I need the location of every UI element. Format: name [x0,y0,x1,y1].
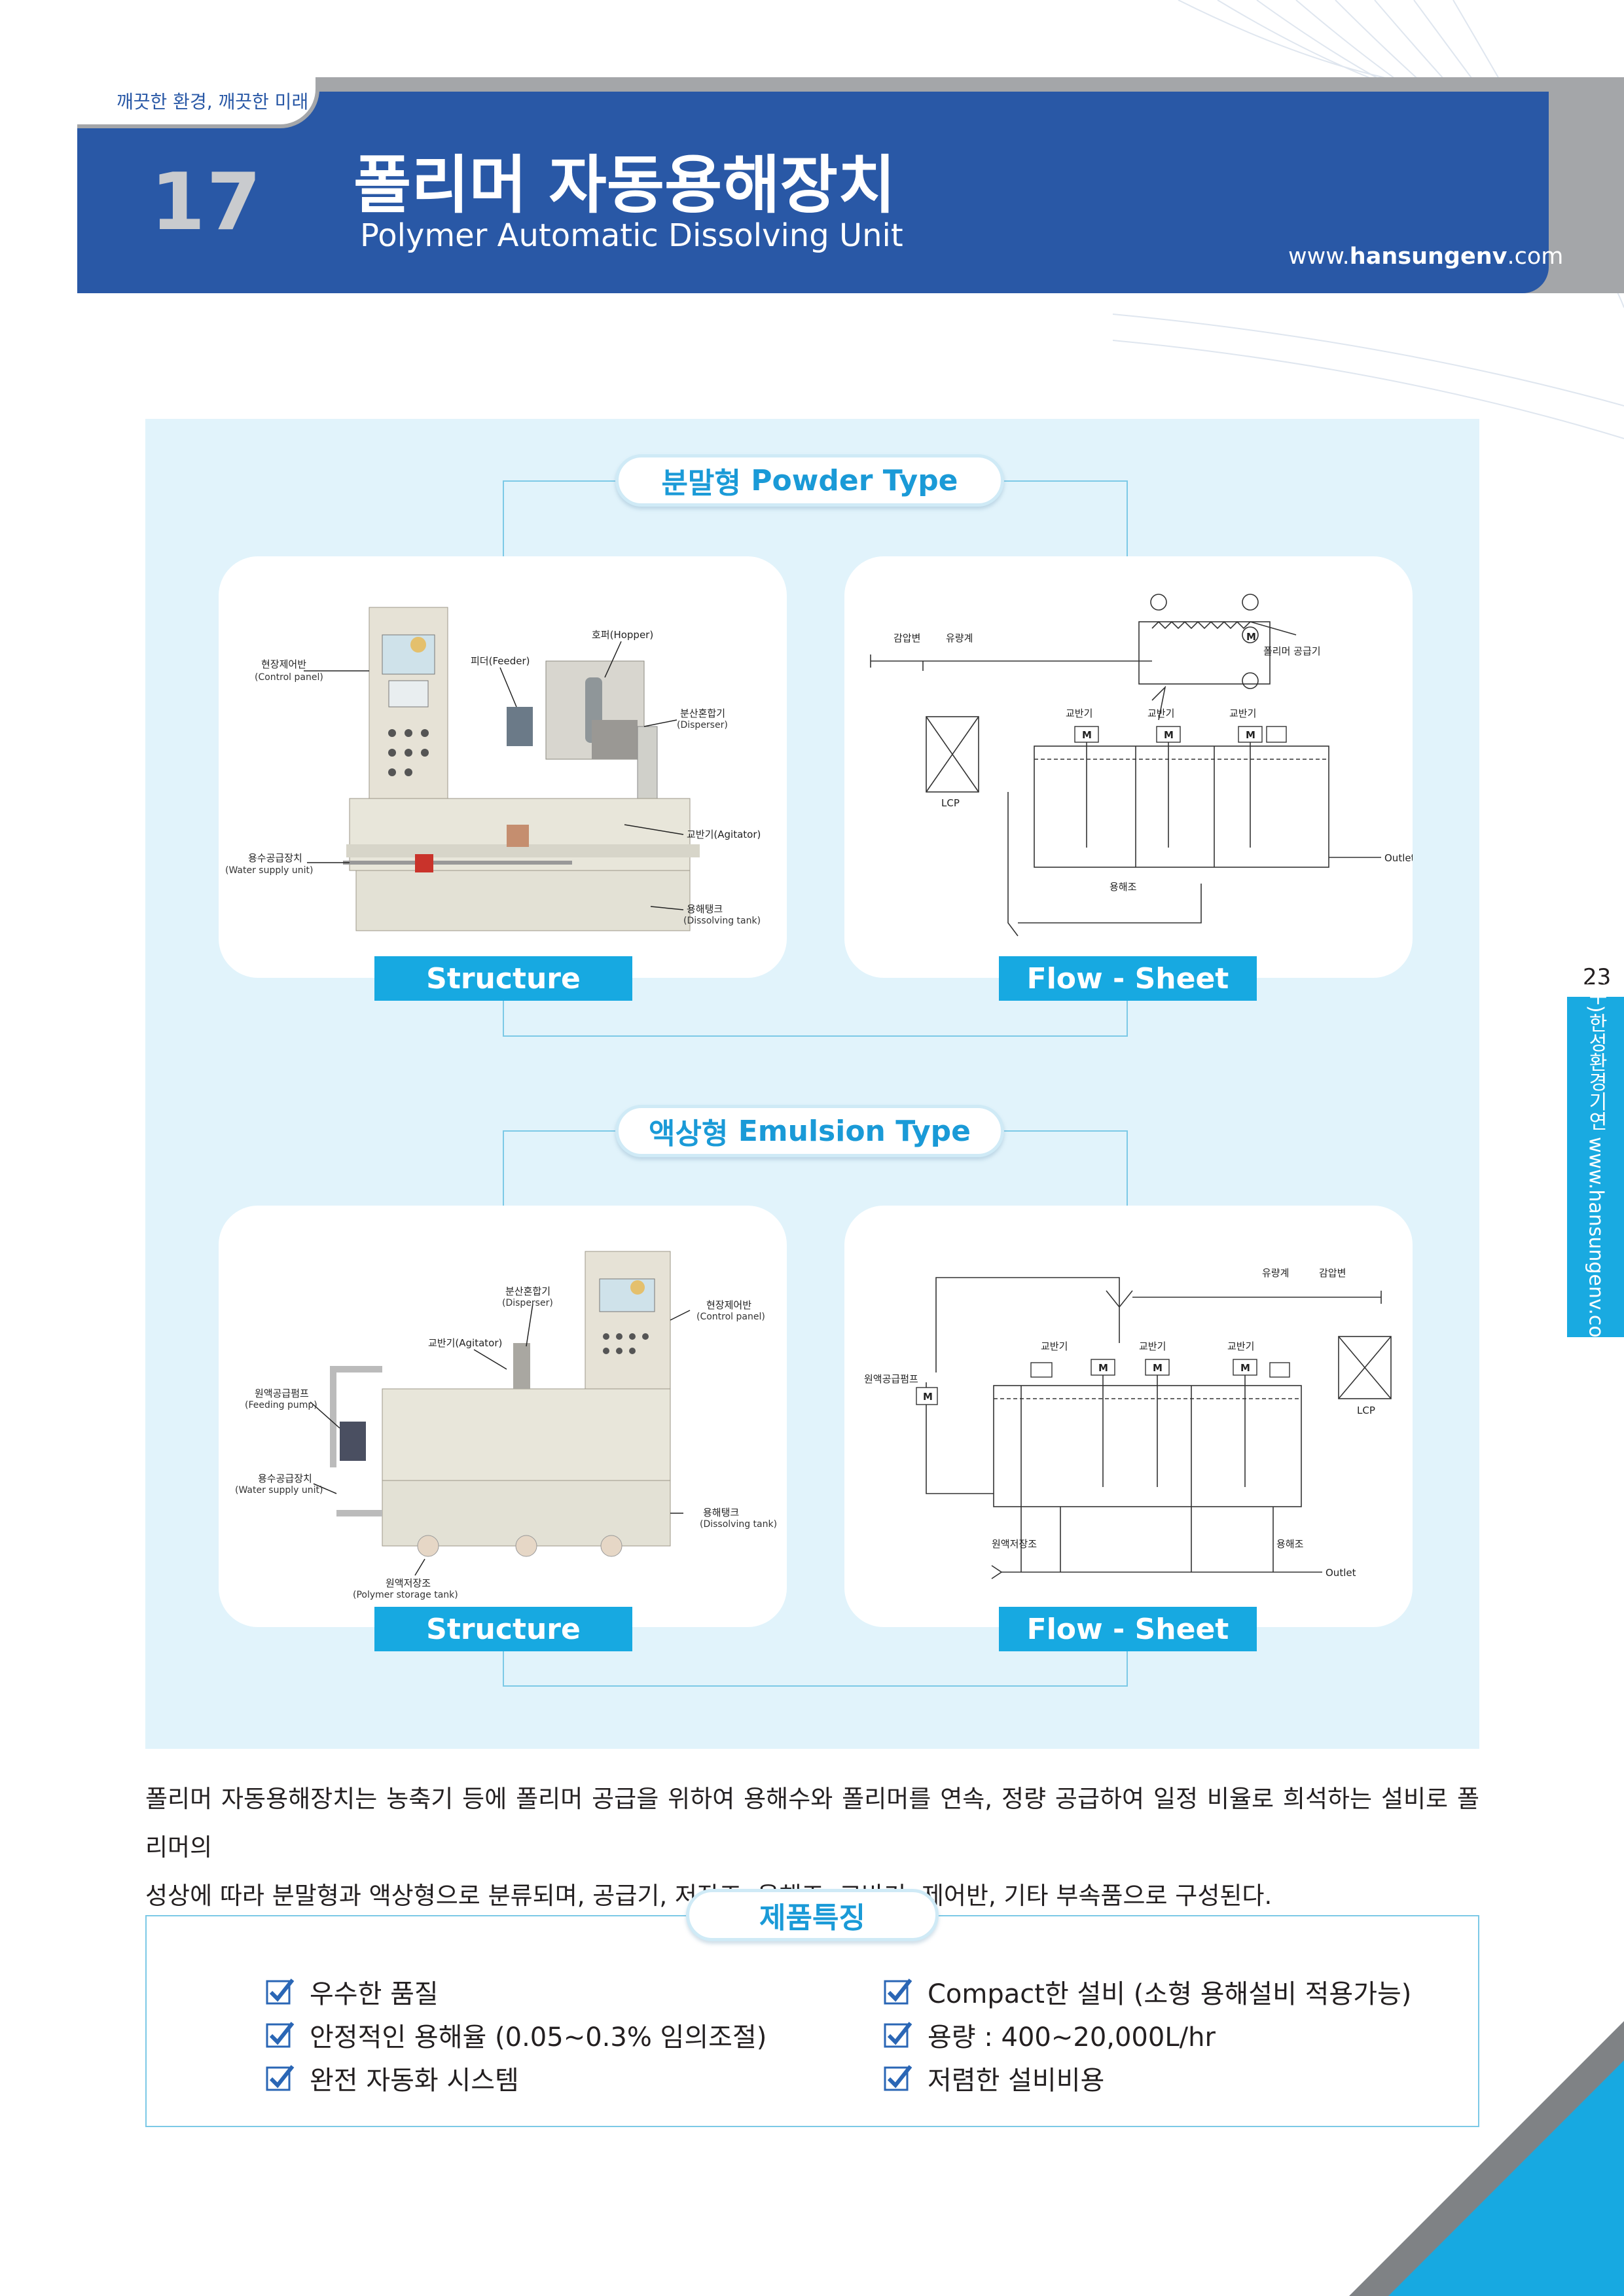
flow-motor-feeder: M [1246,631,1256,643]
check-icon [266,1979,295,2005]
em-callout-water-ko: 용수공급장치 [258,1473,312,1484]
em-flow-motor-pump: M [923,1391,933,1403]
em-callout-tank-en: (Dissolving tank) [700,1519,777,1530]
features-right: Compact한 설비 (소형 용해설비 적용가능) 용량 : 400~20,0… [883,1970,1411,2100]
powder-structure-illustration: 현장제어반 (Control panel) 피더(Feeder) 호퍼(Hopp… [225,607,761,931]
em-flow-tank: 용해조 [1276,1538,1304,1550]
flow-motor-3: M [1246,729,1255,741]
callout-disperser-ko: 분산혼합기 [680,708,725,719]
emulsion-structure-card: 분산혼합기 (Disperser) 현장제어반 (Control panel) … [219,1206,787,1627]
callout-control-panel-ko: 현장제어반 [261,658,306,670]
flow-lcp: LCP [941,797,960,809]
flow-pressure-valve: 감압변 [893,632,920,644]
callout-hopper: 호퍼(Hopper) [592,629,653,641]
side-company: (주)한성환경기연 www.hansungenv.com [1584,977,1608,1357]
flow-agitator-1: 교반기 [1066,708,1092,719]
em-flow-pressure-valve: 감압변 [1319,1267,1346,1279]
feature-item: Compact한 설비 (소형 용해설비 적용가능) [883,1970,1411,2013]
feature-item: 안정적인 용해율 (0.05~0.3% 임의조절) [265,2013,767,2056]
emulsion-flowsheet-label: Flow - Sheet [999,1607,1257,1651]
emulsion-flowsheet-card: M M M M 유량계 감압변 교반기 교반기 교반기 원액공급펌프 LCP 원… [844,1206,1413,1627]
callout-agitator: 교반기(Agitator) [687,829,761,840]
flow-motor-2: M [1164,729,1174,741]
feature-item: 용량 : 400~20,000L/hr [883,2013,1411,2056]
flow-flowmeter: 유량계 [946,632,973,644]
callout-tank-ko: 용해탱크 [687,903,723,915]
em-flow-flowmeter: 유량계 [1262,1267,1289,1279]
emulsion-structure-illustration: 분산혼합기 (Disperser) 현장제어반 (Control panel) … [235,1251,777,1600]
powder-type-title: 분말형 Powder Type [615,454,1004,507]
flow-agitator-3: 교반기 [1229,708,1256,719]
header-banner [77,92,1549,293]
callout-disperser-en: (Disperser) [677,720,728,730]
em-flow-agitator-1: 교반기 [1041,1340,1068,1352]
check-icon [266,2022,295,2048]
powder-flowsheet-diagram: M M M M 감압변 유량계 폴리머 공급기 교반기 교반기 교반기 LCP … [870,594,1415,937]
em-callout-pump-ko: 원액공급펌프 [255,1388,309,1399]
callout-water-ko: 용수공급장치 [248,852,302,864]
callout-control-panel-en: (Control panel) [255,672,323,683]
em-callout-agitator: 교반기(Agitator) [428,1337,502,1349]
flow-tank: 용해조 [1110,881,1137,893]
flow-motor-1: M [1082,729,1092,741]
powder-structure-label: Structure [374,956,632,1001]
em-flow-agitator-3: 교반기 [1227,1340,1254,1352]
section-number: 17 [151,157,262,248]
feature-item: 완전 자동화 시스템 [265,2056,767,2100]
em-callout-pump-en: (Feeding pump) [245,1400,317,1410]
callout-water-en: (Water supply unit) [225,865,313,876]
em-callout-storage-en: (Polymer storage tank) [353,1590,458,1600]
emulsion-structure-label: Structure [374,1607,632,1651]
powder-flowsheet-card: M M M M 감압변 유량계 폴리머 공급기 교반기 교반기 교반기 LCP … [844,556,1415,978]
em-flow-motor-1: M [1098,1362,1108,1374]
em-callout-water-en: (Water supply unit) [235,1485,323,1496]
features-title: 제품특징 [686,1889,939,1941]
check-icon [884,2022,912,2048]
callout-feeder: 피더(Feeder) [471,655,530,667]
callout-tank-en: (Dissolving tank) [683,916,761,926]
emulsion-type-title: 액상형 Emulsion Type [615,1105,1004,1157]
em-callout-control-panel-ko: 현장제어반 [706,1299,751,1311]
em-callout-tank-ko: 용해탱크 [703,1507,739,1518]
side-tab [1567,997,1624,1337]
feature-item: 우수한 품질 [265,1970,767,2013]
em-callout-disperser-ko: 분산혼합기 [505,1285,550,1297]
em-callout-disperser-en: (Disperser) [502,1298,553,1308]
em-callout-control-panel-en: (Control panel) [696,1312,765,1322]
flow-polymer-feeder: 폴리머 공급기 [1263,645,1321,657]
em-flow-storage: 원액저장조 [992,1538,1037,1550]
em-flow-feed-pump: 원액공급펌프 [864,1373,918,1385]
em-flow-agitator-2: 교반기 [1139,1340,1166,1352]
page-subtitle: Polymer Automatic Dissolving Unit [360,217,903,254]
powder-flowsheet-label: Flow - Sheet [999,956,1257,1001]
em-flow-motor-2: M [1153,1362,1163,1374]
website-link[interactable]: www.hansungenv.com [1288,243,1564,270]
em-flow-outlet: Outlet [1326,1567,1356,1579]
powder-structure-card: 현장제어반 (Control panel) 피더(Feeder) 호퍼(Hopp… [219,556,787,978]
em-flow-motor-3: M [1240,1362,1250,1374]
page-number: 23 [1583,964,1612,990]
check-icon [266,2065,295,2091]
em-callout-storage-ko: 원액저장조 [386,1577,431,1589]
flow-outlet: Outlet [1384,852,1413,864]
description-line-1: 폴리머 자동용해장치는 농축기 등에 폴리머 공급을 위하여 용해수와 폴리머를… [145,1785,1479,1861]
flow-agitator-2: 교반기 [1147,708,1174,719]
features-left: 우수한 품질 안정적인 용해율 (0.05~0.3% 임의조절) 완전 자동화 … [265,1970,767,2100]
em-flow-lcp: LCP [1357,1405,1375,1416]
check-icon [884,1979,912,2005]
feature-item: 저렴한 설비비용 [883,2056,1411,2100]
emulsion-flowsheet-diagram: M M M M 유량계 감압변 교반기 교반기 교반기 원액공급펌프 LCP 원… [864,1267,1392,1579]
page-title: 폴리머 자동용해장치 [353,149,896,222]
corner-decoration [1349,2021,1624,2296]
check-icon [884,2065,912,2091]
tagline: 깨끗한 환경, 깨끗한 미래 [77,77,319,128]
